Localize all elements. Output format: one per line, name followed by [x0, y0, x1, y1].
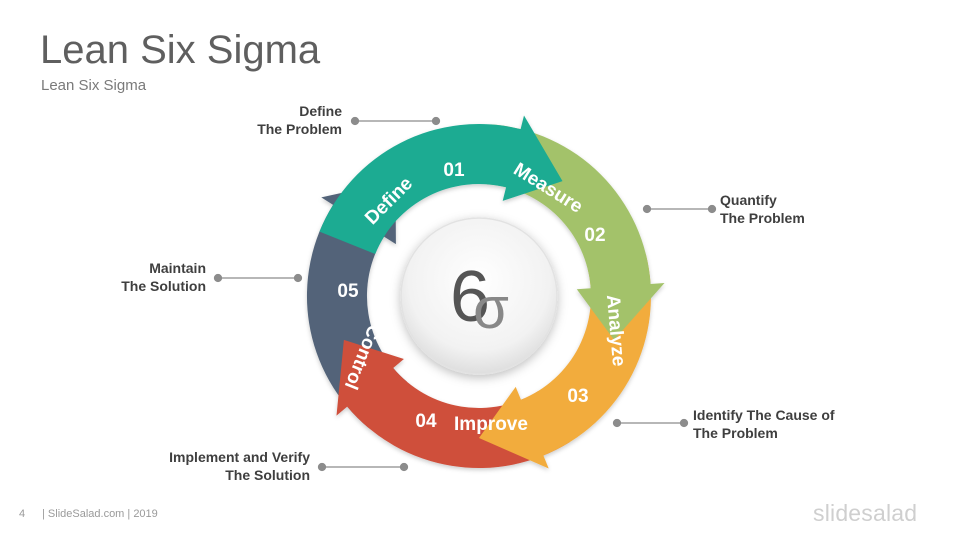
label-control-line1: Maintain	[149, 260, 206, 276]
slide-title: Lean Six Sigma	[40, 28, 321, 72]
connector-define	[350, 116, 441, 126]
connector-improve	[317, 462, 409, 472]
label-analyze-line2: The Problem	[693, 425, 778, 441]
cycle-segments	[306, 115, 665, 469]
label-control-line2: The Solution	[121, 278, 206, 294]
connector-analyze	[612, 418, 689, 428]
step-numbers: 01 02 03 04 05	[337, 160, 605, 432]
label-measure: Quantify The Problem	[720, 191, 805, 227]
step-number-01: 01	[443, 160, 465, 181]
sigma-symbol: σ	[473, 276, 509, 341]
center-disc: 6 σ	[400, 217, 558, 375]
label-control: Maintain The Solution	[96, 259, 206, 295]
page-number: 4	[19, 508, 26, 520]
label-define-line2: The Problem	[257, 121, 342, 137]
label-define: Define The Problem	[222, 102, 342, 138]
label-analyze: Identify The Cause of The Problem	[693, 406, 835, 442]
segment-define	[319, 115, 563, 254]
step-name-improve: Improve	[454, 414, 528, 435]
label-define-line1: Define	[299, 103, 342, 119]
step-number-02: 02	[584, 225, 605, 246]
label-analyze-line1: Identify The Cause of	[693, 407, 835, 423]
label-improve-line2: The Solution	[225, 467, 310, 483]
connector-lines	[213, 116, 717, 472]
label-improve-line1: Implement and Verify	[169, 449, 310, 465]
step-number-04: 04	[415, 411, 437, 432]
label-measure-line2: The Problem	[720, 210, 805, 226]
footer-text: | SlideSalad.com | 2019	[42, 508, 158, 520]
label-measure-line1: Quantify	[720, 192, 777, 208]
connector-control	[213, 273, 303, 283]
brand-logo: slidesalad	[813, 500, 918, 526]
slide-subtitle: Lean Six Sigma	[41, 77, 147, 94]
step-number-05: 05	[337, 281, 359, 302]
six-symbol: 6	[450, 257, 490, 337]
step-number-03: 03	[567, 386, 588, 407]
connector-measure	[642, 204, 717, 214]
label-improve: Implement and Verify The Solution	[130, 448, 310, 484]
